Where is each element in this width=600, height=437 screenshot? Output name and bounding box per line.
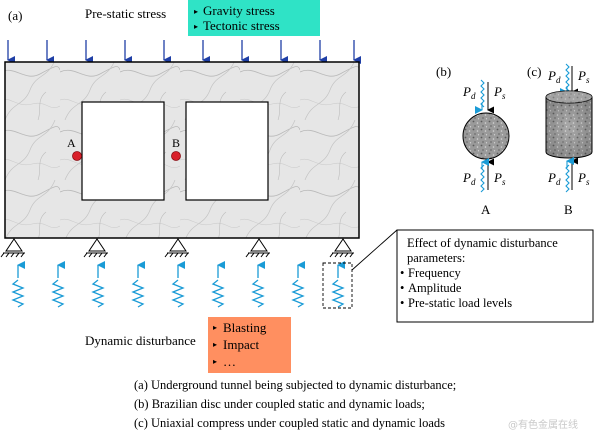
support [245, 238, 270, 258]
wave-arrow [51, 261, 65, 308]
panel-c-caption: B [564, 202, 573, 217]
tunnel-left [81, 101, 165, 201]
panel-b-pd-bottom: Pd [462, 170, 476, 187]
prestatic-item-gravity: Gravity stress [203, 3, 275, 18]
panel-c-ps-bottom: Ps [577, 170, 590, 187]
point-a-label: A [67, 136, 76, 150]
dynamic-disturbance-box [208, 317, 291, 373]
panel-b-ps-bottom: Ps [493, 170, 506, 187]
wave-arrow [251, 261, 265, 308]
support [0, 238, 25, 258]
dynamic-item-ellipsis: … [223, 354, 236, 369]
dynamic-wave-arrows [11, 261, 345, 308]
effect-title-line1: Effect of dynamic disturbance [407, 236, 558, 250]
rock-mass [4, 61, 360, 239]
effect-title-line2: parameters: [407, 251, 465, 265]
effect-item-frequency: Frequency [408, 266, 462, 280]
effect-bullet-1: • [400, 266, 404, 280]
dynamic-disturbance-title: Dynamic disturbance [85, 333, 196, 348]
panel-c-label: (c) [527, 64, 541, 79]
prestatic-item-tectonic: Tectonic stress [203, 18, 280, 33]
wave-highlight-box [322, 262, 353, 309]
effect-bullet-3: • [400, 296, 404, 310]
panel-b-caption: A [481, 202, 491, 217]
tunnel-right [185, 101, 269, 201]
watermark: @有色金属在线 [508, 418, 578, 431]
support [329, 238, 354, 258]
wave-arrow [291, 261, 305, 308]
panel-c-pd-top: Pd [547, 68, 561, 85]
callout-line [351, 229, 398, 271]
supports [0, 238, 354, 258]
wave-arrow [331, 261, 345, 308]
uniaxial-cylinder [545, 90, 593, 159]
point-b-label: B [172, 136, 180, 150]
panel-b-ps-top: Ps [493, 84, 506, 101]
wave-arrow [171, 261, 185, 308]
point-b-marker [171, 151, 181, 161]
effect-item-amplitude: Amplitude [408, 281, 462, 295]
effect-parameters-box [396, 229, 594, 323]
wave-arrow [131, 261, 145, 308]
prestatic-bullet-1: ▸ [194, 7, 198, 16]
caption-a: (a) Underground tunnel being subjected t… [134, 378, 456, 392]
point-a-marker [72, 151, 82, 161]
panel-a-label: (a) [8, 8, 22, 23]
dynamic-bullet-3: ▸ [213, 357, 217, 366]
panel-b-bottom-load [480, 158, 494, 193]
brazilian-disc [462, 112, 510, 160]
wave-arrow [211, 261, 225, 308]
prestatic-stress-title: Pre-static stress [85, 6, 166, 21]
panel-c-ps-top: Ps [577, 68, 590, 85]
dynamic-item-blasting: Blasting [223, 320, 267, 335]
dynamic-item-impact: Impact [223, 337, 259, 352]
panel-b-top-load [475, 79, 494, 114]
panel-b-pd-top: Pd [462, 84, 476, 101]
prestatic-bullet-2: ▸ [194, 22, 198, 31]
panel-c-top-load [560, 63, 578, 96]
wave-arrow [11, 261, 25, 308]
panel-c-bottom-load [565, 157, 578, 193]
dynamic-bullet-2: ▸ [213, 340, 217, 349]
panel-c-pd-bottom: Pd [547, 170, 561, 187]
prestatic-stress-box [188, 0, 320, 36]
dynamic-bullet-1: ▸ [213, 323, 217, 332]
effect-item-prestatic: Pre-static load levels [408, 296, 512, 310]
panel-b-label: (b) [436, 64, 451, 79]
support [164, 238, 189, 258]
prestatic-load-arrows [7, 40, 361, 64]
wave-arrow [91, 261, 105, 308]
caption-c: (c) Uniaxial compress under coupled stat… [134, 416, 445, 430]
caption-b: (b) Brazilian disc under coupled static … [134, 397, 425, 411]
support [83, 238, 108, 258]
effect-bullet-2: • [400, 281, 404, 295]
